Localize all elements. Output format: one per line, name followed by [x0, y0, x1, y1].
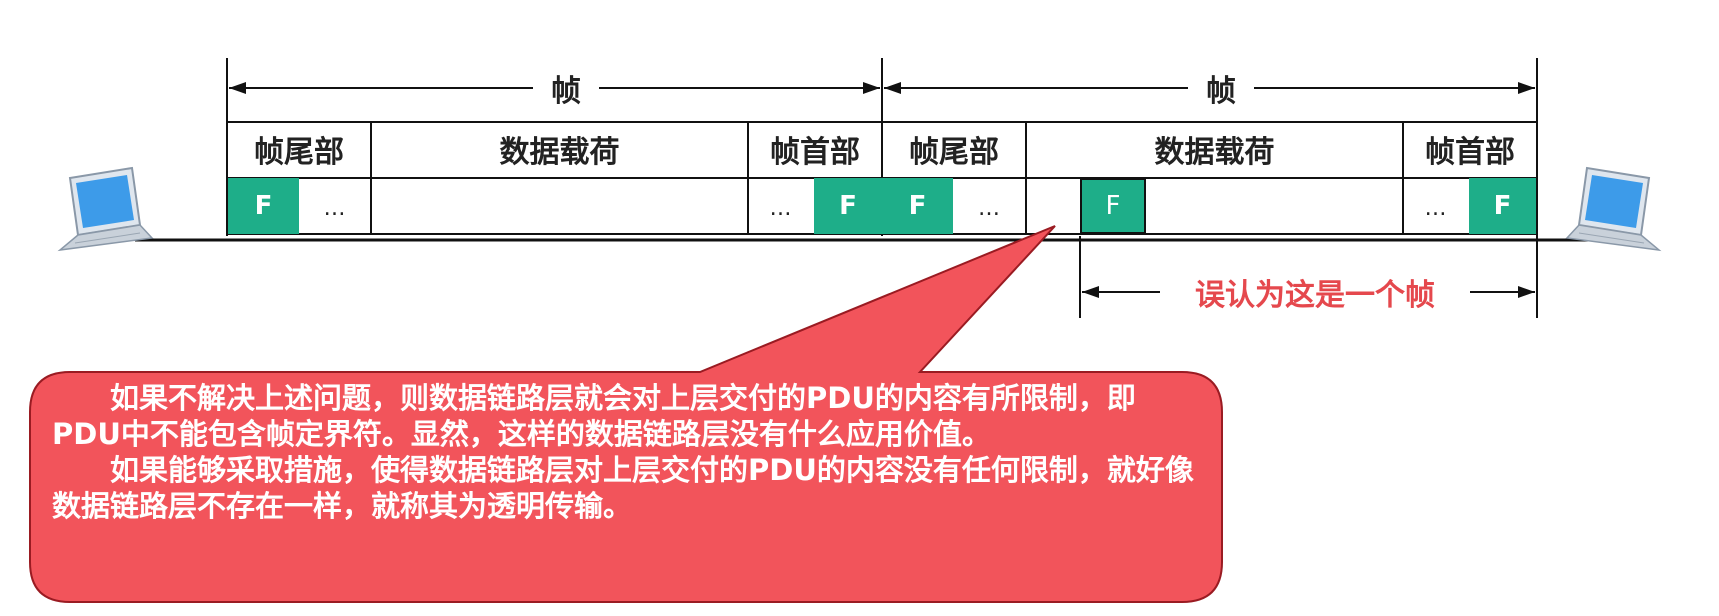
frame1-label: 帧 — [533, 74, 599, 109]
callout-paragraph-1: 如果不解决上述问题，则数据链路层就会对上层交付的PDU的内容有所限制，即PDU中… — [52, 381, 1136, 451]
callout-paragraph-2: 如果能够采取措施，使得数据链路层对上层交付的PDU的内容没有任何限制，就好像数据… — [52, 453, 1194, 523]
frame1-start-flag: F — [814, 178, 882, 234]
frame1-payload-cell: 数据载荷 — [499, 134, 620, 170]
frame2-start-flag: F — [1469, 178, 1536, 234]
frame2-trailer-ellipsis: … — [978, 195, 1001, 221]
laptop-left-icon — [57, 166, 154, 252]
frame2-payload-cell: 数据载荷 — [1154, 134, 1275, 170]
frame1-header-cell: 帧首部 — [770, 134, 860, 170]
frame2-trailer-cell: 帧尾部 — [909, 134, 999, 170]
frame1-trailer-ellipsis: … — [323, 195, 347, 221]
callout-text: 如果不解决上述问题，则数据链路层就会对上层交付的PDU的内容有所限制，即PDU中… — [52, 380, 1202, 524]
frame1-trailer-cell: 帧尾部 — [254, 134, 344, 170]
misread-frame-label: 误认为这是一个帧 — [1160, 274, 1470, 313]
payload-embedded-flag: F — [1080, 178, 1146, 234]
laptop-right-icon — [1565, 166, 1662, 252]
frame1-header-ellipsis: … — [769, 195, 793, 221]
frame2-end-flag: F — [882, 178, 953, 234]
frame2-label: 帧 — [1188, 74, 1254, 109]
frame2-header-ellipsis: … — [1424, 195, 1448, 221]
callout-bubble — [29, 225, 1223, 603]
frame1-end-flag: F — [228, 178, 299, 234]
frame2-header-cell: 帧首部 — [1425, 134, 1515, 170]
